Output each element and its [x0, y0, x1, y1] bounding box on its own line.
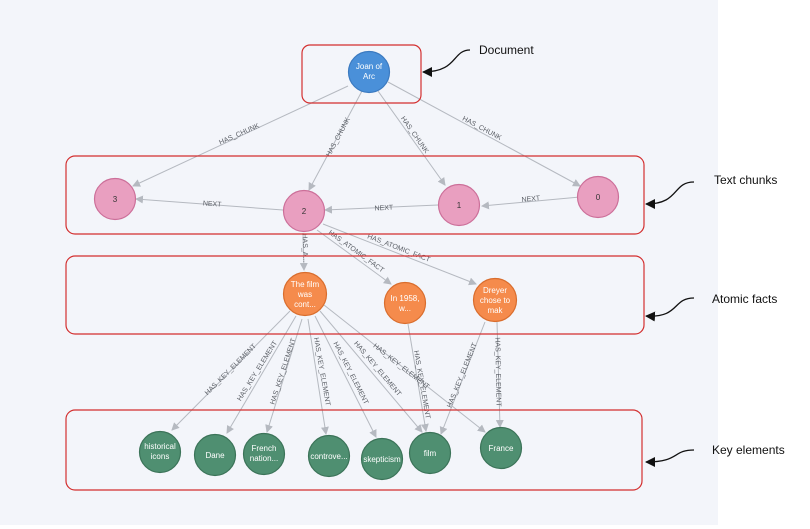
- node-label: icons: [151, 452, 170, 461]
- node-label: Dreyer: [483, 286, 507, 295]
- node-label: mak: [487, 306, 503, 315]
- annotation-label-text-chunks: Text chunks: [714, 173, 777, 187]
- annotation-text-chunks: Text chunks: [645, 173, 777, 209]
- edge-dreyer-to-film: [439, 321, 486, 435]
- node-key-controve[interactable]: controve...: [307, 434, 351, 478]
- annotation-label-atomic-facts: Atomic facts: [712, 292, 777, 306]
- node-label: The film: [291, 280, 320, 289]
- key-elements-group-box: [65, 409, 643, 491]
- node-key-historical-icons[interactable]: historical icons: [138, 430, 182, 474]
- edge-film-to-french: [265, 318, 303, 433]
- annotation-arrow: [645, 297, 695, 322]
- node-label: 1: [457, 201, 462, 210]
- node-label: w...: [398, 304, 411, 313]
- node-document-joan-of-arc[interactable]: Joan of Arc: [347, 50, 391, 94]
- node-chunk-2[interactable]: 2: [282, 189, 326, 233]
- node-label: skepticism: [363, 455, 401, 464]
- node-label: 0: [596, 193, 601, 202]
- edge-next-2-3: [135, 195, 284, 211]
- node-chunk-0[interactable]: 0: [576, 175, 620, 219]
- node-fact-in-1958[interactable]: In 1958, w...: [383, 281, 427, 325]
- annotation-label-document: Document: [479, 43, 534, 57]
- node-key-france[interactable]: France: [479, 426, 523, 470]
- annotation-atomic-facts: Atomic facts: [645, 292, 777, 322]
- edge-next-1-2: [324, 204, 439, 214]
- annotation-arrow: [645, 181, 695, 209]
- node-label: film: [424, 449, 437, 458]
- node-key-film[interactable]: film: [408, 431, 452, 475]
- node-fact-the-film-was-cont[interactable]: The film was cont...: [282, 271, 328, 317]
- node-key-french-nation[interactable]: French nation...: [242, 432, 286, 476]
- node-chunk-1[interactable]: 1: [437, 183, 481, 227]
- edge-film-to-film: [319, 310, 423, 433]
- node-key-dane[interactable]: Dane: [193, 433, 237, 477]
- edge-label-next-2-3: NEXT: [203, 200, 223, 208]
- edge-film-to-skepticism: [314, 315, 377, 438]
- annotation-key-elements: Key elements: [645, 443, 785, 467]
- document-group-box: [301, 44, 422, 104]
- edge-joan-to-chunk-2: [308, 90, 363, 191]
- annotation-arrow: [645, 449, 695, 467]
- node-label: chose to: [480, 296, 511, 305]
- node-label: In 1958,: [391, 294, 420, 303]
- edge-joan-to-chunk-1: [377, 90, 446, 186]
- edge-chunk2-to-fact-1958: [316, 229, 392, 285]
- node-label: Joan of: [356, 62, 383, 71]
- edge-1958-to-film: [407, 323, 429, 432]
- node-label: 3: [113, 195, 118, 204]
- node-label: historical: [144, 442, 176, 451]
- node-label: Dane: [205, 451, 225, 460]
- node-label: was: [297, 290, 312, 299]
- node-label: 2: [302, 207, 307, 216]
- annotation-arrow: [422, 49, 471, 77]
- edge-label-hke-dreyer-france: HAS_KEY_ELEMENT: [493, 337, 501, 407]
- text-chunks-group-box: [65, 155, 645, 235]
- annotation-label-key-elements: Key elements: [712, 443, 785, 457]
- node-label: controve...: [310, 452, 347, 461]
- edge-film-to-france: [323, 304, 486, 433]
- edge-film-to-controve: [307, 318, 329, 435]
- node-label: Arc: [363, 72, 375, 81]
- annotation-document: Document: [422, 43, 534, 77]
- edge-label-has-a: HAS_A...: [300, 233, 308, 262]
- node-label: France: [489, 444, 514, 453]
- node-key-skepticism[interactable]: skepticism: [360, 437, 404, 481]
- node-fact-dreyer-chose-to-mak[interactable]: Dreyer chose to mak: [472, 277, 518, 323]
- node-label: French: [252, 444, 277, 453]
- node-label: cont...: [294, 300, 316, 309]
- edge-next-0-1: [481, 196, 581, 210]
- edge-film-to-dane: [226, 315, 297, 434]
- edge-label-next-1-2: NEXT: [374, 204, 394, 212]
- node-label: nation...: [250, 454, 278, 463]
- edge-label-next-0-1: NEXT: [521, 195, 541, 204]
- atomic-facts-group-box: [65, 255, 645, 335]
- edge-chunk2-to-fact-film: [299, 232, 308, 271]
- edges-next: [135, 195, 581, 214]
- node-chunk-3[interactable]: 3: [93, 177, 137, 221]
